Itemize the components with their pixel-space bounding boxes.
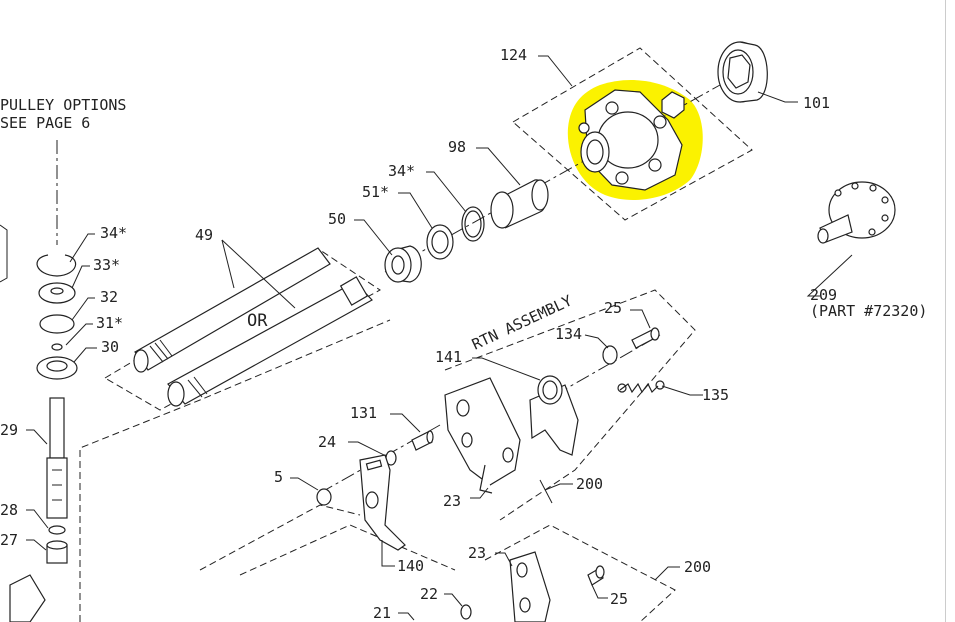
callout-141: 141	[435, 348, 462, 366]
leader-lines	[26, 55, 853, 621]
scrollbar-track[interactable]	[945, 0, 954, 622]
spacer-98	[490, 179, 549, 229]
callout-30: 30	[101, 338, 119, 356]
left-stack-parts	[36, 254, 78, 380]
rtn-assembly-box	[444, 289, 696, 521]
callout-101: 101	[803, 94, 830, 112]
lever-140	[359, 454, 406, 551]
bearing-50	[384, 245, 422, 283]
callout-135: 135	[702, 386, 729, 404]
snap-ring-34-upper	[461, 206, 485, 242]
frame-outline-2	[199, 504, 361, 571]
callout-29: 29	[0, 421, 18, 439]
callout-131: 131	[350, 404, 377, 422]
shaft-49-a	[133, 247, 331, 373]
callout-28: 28	[0, 501, 18, 519]
bearing-101	[717, 41, 768, 103]
callout-23-upper: 23	[443, 492, 461, 510]
callout-34-left: 34*	[100, 224, 127, 242]
callout-34-upper: 34*	[388, 162, 415, 180]
callout-25-upper: 25	[604, 299, 622, 317]
left-partial-bracket	[0, 224, 8, 283]
note-or: OR	[247, 311, 268, 331]
callout-22: 22	[420, 585, 438, 603]
bolt-131	[411, 430, 434, 451]
washer-22	[460, 604, 472, 620]
rtn-bracket	[529, 384, 579, 456]
bearing-51	[426, 224, 454, 260]
shaft-box	[104, 249, 381, 411]
callout-134: 134	[555, 325, 582, 343]
note-pulley-options: PULLEY OPTIONS	[0, 96, 126, 114]
note-part-ref: (PART #72320)	[810, 302, 927, 320]
note-see-page: SEE PAGE 6	[0, 114, 90, 132]
callout-51: 51*	[362, 183, 389, 201]
pin-25-lower	[587, 565, 605, 586]
callout-5: 5	[274, 468, 283, 486]
washer-134	[602, 345, 618, 365]
callout-23-lower: 23	[468, 544, 486, 562]
spring-135	[617, 380, 665, 394]
callout-21: 21	[373, 604, 391, 622]
shaft-29	[9, 397, 68, 622]
shaft-49-b	[167, 276, 373, 407]
callout-50: 50	[328, 210, 346, 228]
callout-200-lower: 200	[684, 558, 711, 576]
rtn-plate-23	[444, 377, 521, 494]
hub-209	[817, 181, 896, 244]
spring-141	[537, 375, 563, 405]
callout-24: 24	[318, 433, 336, 451]
callout-33: 33*	[93, 256, 120, 274]
callout-49: 49	[195, 226, 213, 244]
callout-25-lower: 25	[610, 590, 628, 608]
hub-124	[578, 89, 685, 191]
callout-98: 98	[448, 138, 466, 156]
callout-209: 209	[810, 286, 837, 304]
callout-31: 31*	[96, 314, 123, 332]
pin-25-upper	[631, 327, 660, 349]
lower-plate-23	[509, 551, 551, 622]
callout-140: 140	[397, 557, 424, 575]
callout-200-upper: 200	[576, 475, 603, 493]
note-rtn-assembly: RTN ASSEMBLY	[469, 292, 575, 354]
hub-assembly-box	[512, 47, 753, 221]
callout-124: 124	[500, 46, 527, 64]
washer-5	[316, 488, 332, 506]
callout-32: 32	[100, 288, 118, 306]
lower-assembly-box	[484, 524, 676, 622]
callout-27: 27	[0, 531, 18, 549]
